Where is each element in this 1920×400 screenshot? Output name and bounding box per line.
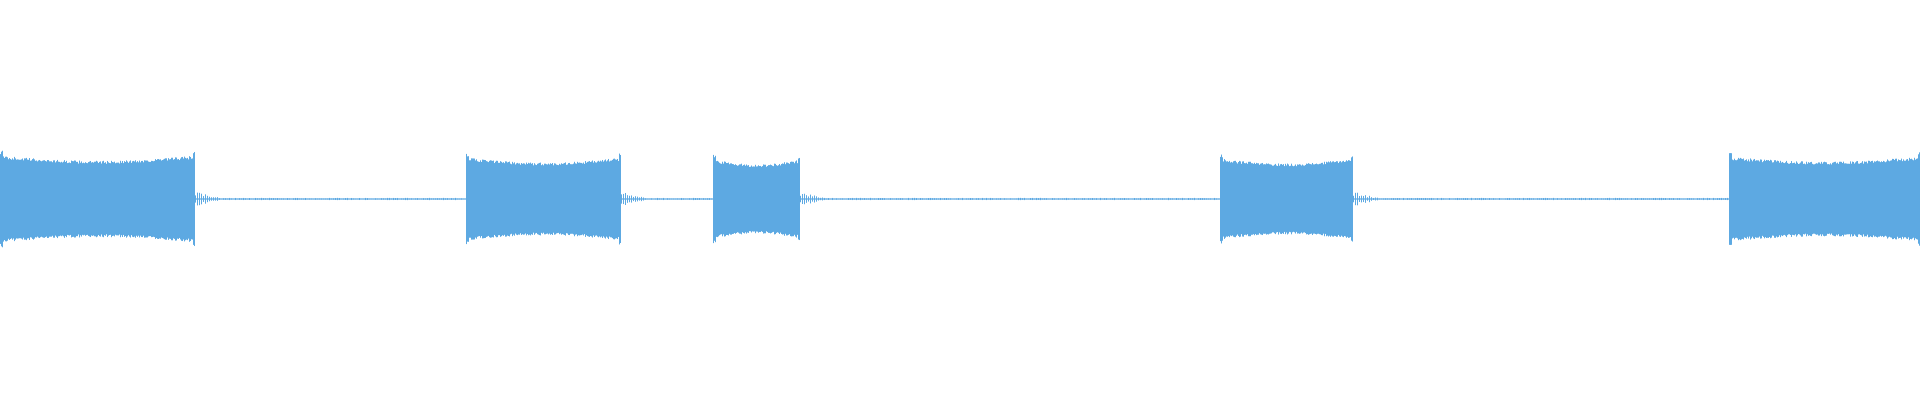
waveform-burst [1220, 154, 1353, 244]
waveform-silence [1353, 192, 1728, 206]
waveform-silence [800, 193, 1219, 205]
waveform-burst [1729, 152, 1920, 246]
waveform-silence [195, 192, 466, 206]
waveform-burst [466, 153, 621, 245]
waveform-bars [0, 150, 1920, 248]
waveform-burst [0, 150, 195, 248]
waveform-burst [713, 154, 800, 244]
waveform-silence [621, 192, 712, 206]
